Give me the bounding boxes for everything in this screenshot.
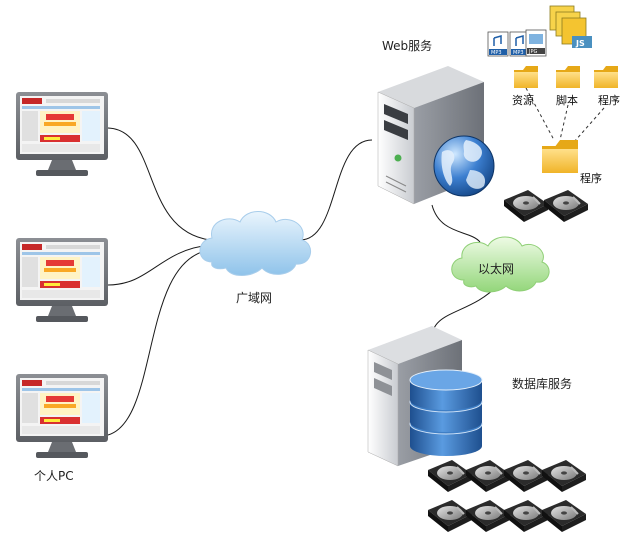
monitor-icon	[16, 374, 108, 458]
monitor-icon	[16, 92, 108, 176]
globe-icon	[433, 135, 495, 197]
personal-pc-1	[16, 92, 108, 176]
folder-icon-program	[594, 66, 618, 88]
label-program-main: 程序	[580, 171, 602, 185]
svg-text:MP3: MP3	[491, 50, 502, 56]
hard-disk-icon	[503, 499, 549, 533]
hard-disk-icon	[427, 499, 473, 533]
ethernet-cloud-icon	[451, 236, 550, 293]
svg-text:JPG: JPG	[528, 49, 537, 55]
server-tower-icon	[377, 66, 484, 205]
mp3-file-icon: MP3	[509, 31, 531, 57]
label-wan: 广域网	[236, 291, 272, 305]
label-personal-pc: 个人PC	[34, 469, 74, 483]
hard-disk-icon	[503, 459, 549, 493]
jpg-file-icon: JPG	[525, 29, 547, 57]
label-web-service: Web服务	[382, 38, 432, 53]
hard-disk-icon	[465, 499, 511, 533]
db-server	[367, 326, 483, 467]
db-disk-array	[427, 459, 587, 533]
label-resources: 资源	[512, 93, 534, 107]
wan-cloud-icon	[199, 211, 311, 276]
label-db-service: 数据库服务	[512, 376, 572, 391]
mp3-file-icon: MP3	[487, 31, 509, 57]
hard-disk-icon	[465, 459, 511, 493]
label-ethernet: 以太网	[478, 261, 514, 276]
database-icon	[409, 369, 483, 456]
hard-disk-icon	[541, 459, 587, 493]
hard-disk-icon	[427, 459, 473, 493]
folder-links	[525, 87, 605, 143]
hard-disk-icon	[541, 499, 587, 533]
svg-text:MP3: MP3	[513, 50, 524, 56]
monitor-icon	[16, 238, 108, 322]
label-scripts: 脚本	[556, 93, 578, 107]
js-file-stack-icon: JS	[549, 5, 592, 48]
folder-icon-scripts	[556, 66, 580, 88]
personal-pc-3	[16, 374, 108, 458]
connection-lines	[107, 127, 499, 436]
svg-text:JS: JS	[575, 39, 585, 48]
web-server	[377, 66, 495, 205]
folder-icon-program-main	[542, 140, 578, 173]
folder-icon-resources	[514, 66, 538, 88]
label-program-folder: 程序	[598, 93, 620, 107]
hard-disk-icon	[543, 189, 589, 223]
file-icons: MP3 MP3 JPG JS	[487, 5, 592, 57]
hard-disk-icon	[503, 189, 549, 223]
personal-pc-2	[16, 238, 108, 322]
